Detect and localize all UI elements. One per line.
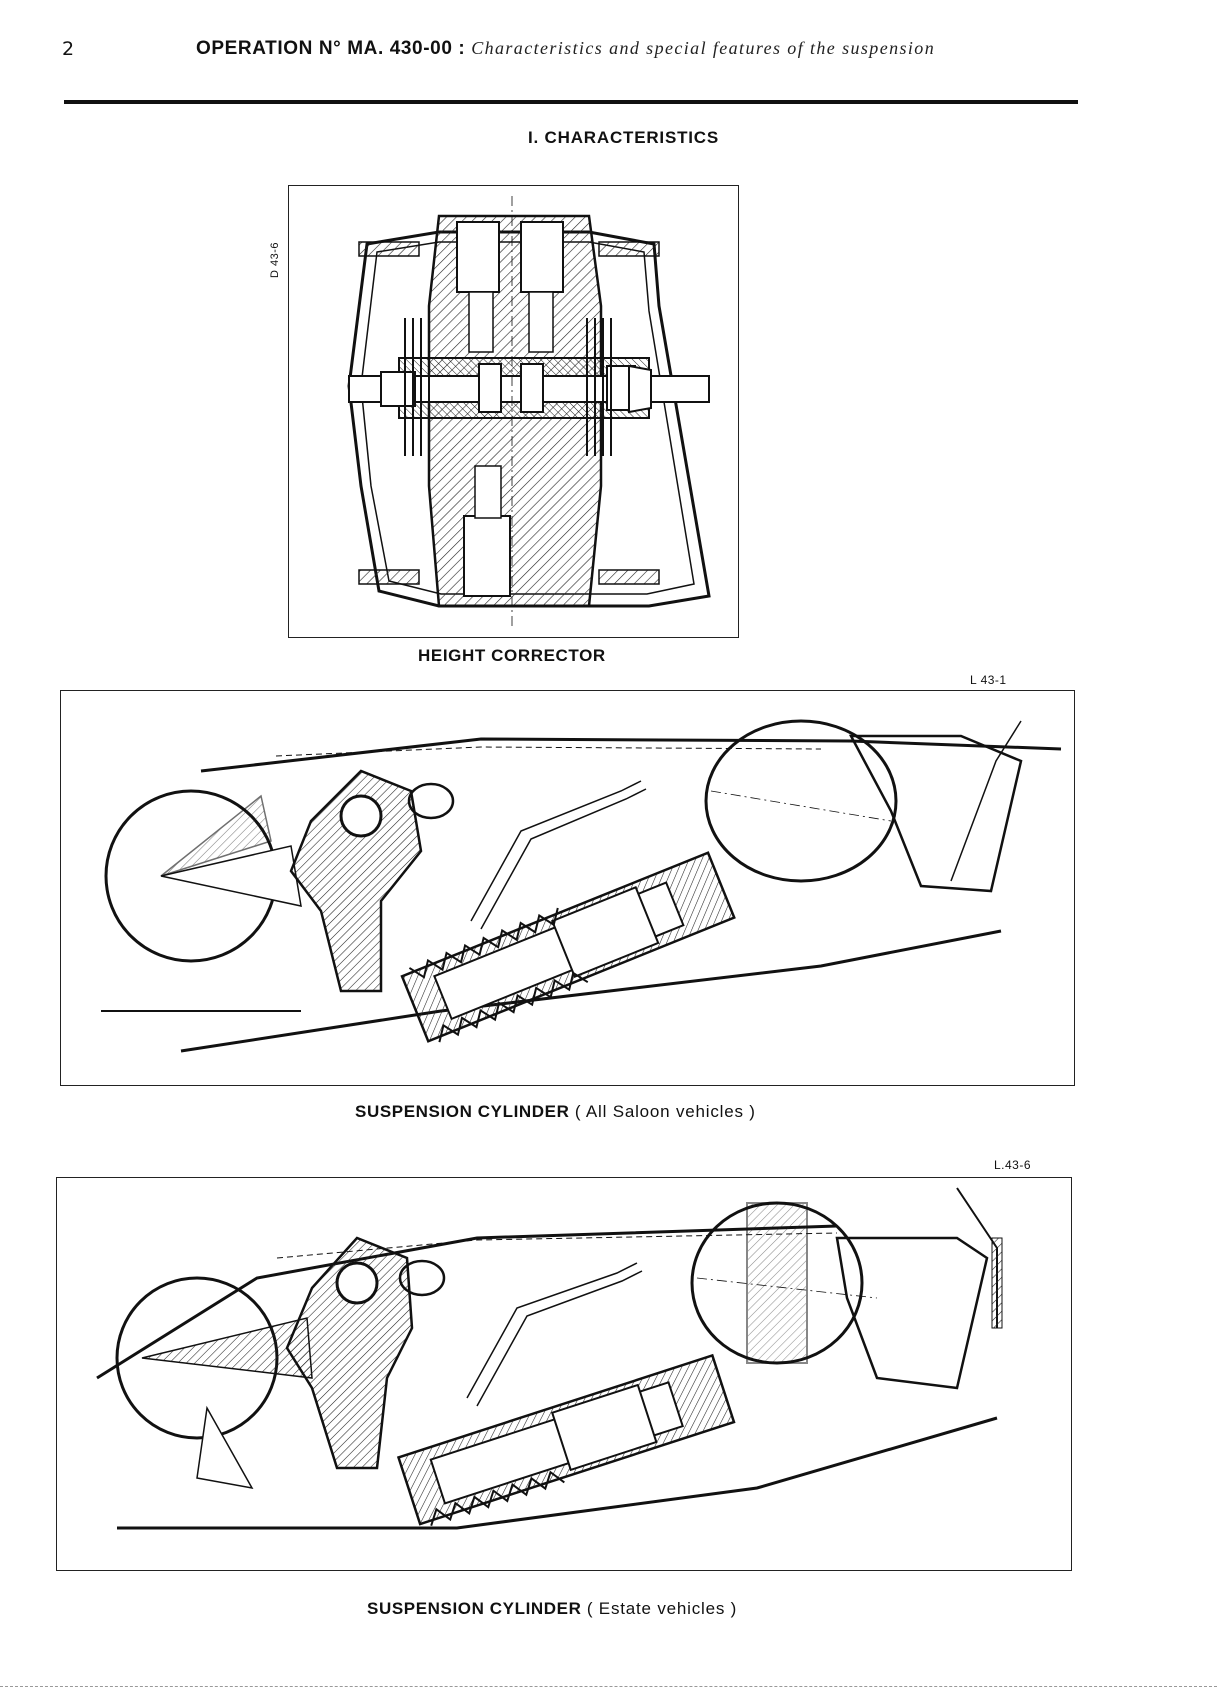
estate-cylinder-caption: SUSPENSION CYLINDER ( Estate vehicles )	[367, 1599, 737, 1619]
estate-cylinder-caption-main: SUSPENSION CYLINDER	[367, 1599, 582, 1618]
figure-reference-d43-6: D 43-6	[269, 242, 281, 278]
height-corrector-figure: D 43-6	[288, 185, 739, 638]
saloon-cylinder-caption-detail: ( All Saloon vehicles )	[575, 1102, 756, 1121]
estate-suspension-cylinder-drawing	[57, 1178, 1069, 1568]
section-title: I. CHARACTERISTICS	[0, 128, 1217, 148]
saloon-cylinder-caption-main: SUSPENSION CYLINDER	[355, 1102, 570, 1121]
figure-reference-l43-1: L 43-1	[970, 673, 1007, 687]
height-corrector-caption: HEIGHT CORRECTOR	[418, 646, 606, 666]
footer-scan-line	[0, 1686, 1217, 1688]
saloon-suspension-cylinder-figure	[60, 690, 1075, 1086]
saloon-cylinder-caption: SUSPENSION CYLINDER ( All Saloon vehicle…	[355, 1102, 756, 1122]
operation-number: OPERATION N° MA. 430-00 :	[196, 38, 465, 59]
figure-reference-l43-6: L.43-6	[994, 1158, 1031, 1172]
saloon-suspension-cylinder-drawing	[61, 691, 1072, 1083]
header-rule	[64, 100, 1078, 104]
height-corrector-drawing	[289, 186, 736, 635]
estate-suspension-cylinder-figure	[56, 1177, 1072, 1571]
page-number: 2	[62, 38, 74, 60]
estate-cylinder-caption-detail: ( Estate vehicles )	[587, 1599, 737, 1618]
page-header: OPERATION N° MA. 430-00 : Characteristic…	[196, 38, 935, 60]
header-subtitle: Characteristics and special features of …	[471, 38, 935, 58]
